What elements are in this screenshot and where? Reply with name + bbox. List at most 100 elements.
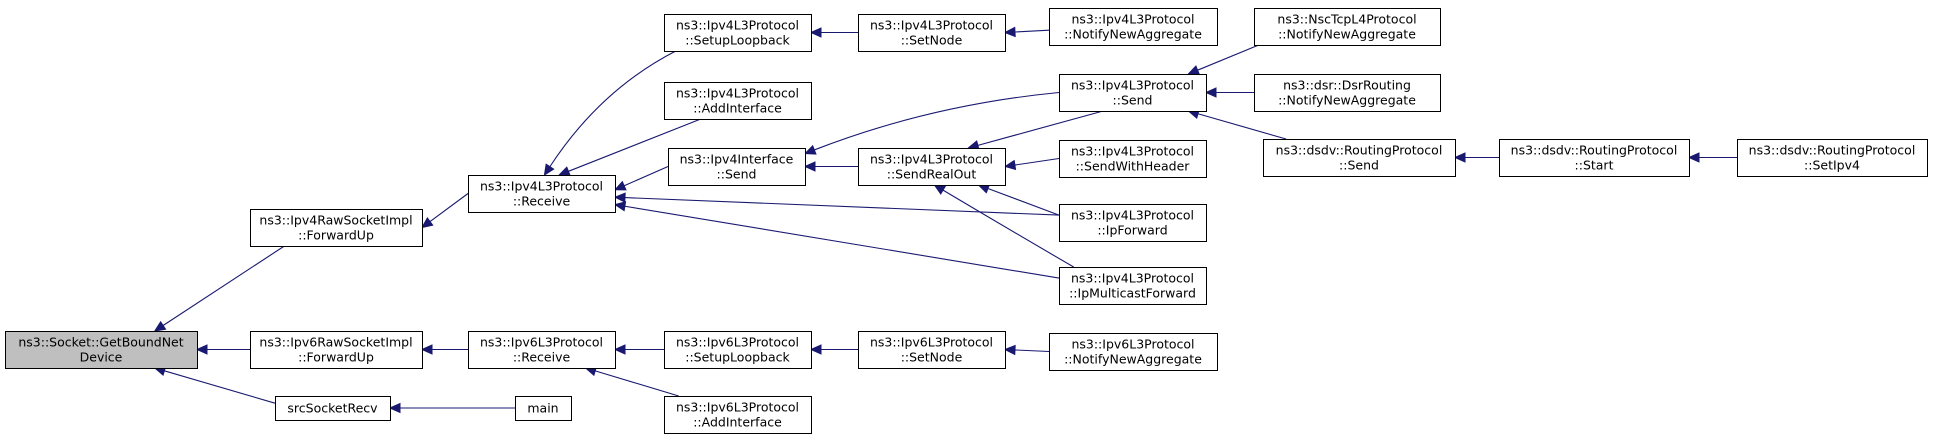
node-ipv6raw_fwd[interactable]: ns3::Ipv6RawSocketImpl::ForwardUp — [250, 331, 423, 369]
node-box — [515, 396, 572, 421]
arrowhead — [388, 402, 401, 414]
node-label-line: ::Send — [1339, 158, 1379, 173]
node-ipv4l3_addinterface[interactable]: ns3::Ipv4L3Protocol::AddInterface — [664, 82, 812, 120]
node-label-line: ::Receive — [513, 194, 571, 209]
node-label-line: ns3::Ipv6L3Protocol — [870, 335, 993, 350]
arrowhead — [1187, 65, 1201, 75]
node-ipv4l3_sendwithheader[interactable]: ns3::Ipv4L3Protocol::SendWithHeader — [1059, 140, 1207, 178]
edge-line — [1014, 29, 1050, 33]
edge-line — [623, 165, 669, 187]
node-dsdv_send[interactable]: ns3::dsdv::RoutingProtocol::Send — [1263, 139, 1456, 177]
edge-line — [1197, 113, 1287, 140]
edge-ipv4l3_setnode-to-ipv4l3_setuploopback — [809, 27, 858, 38]
edge-line — [595, 370, 679, 397]
edge-ipv6l3_setuploopback-to-ipv6l3_receive — [613, 344, 664, 355]
node-ipv6l3_addinterface[interactable]: ns3::Ipv6L3Protocol::AddInterface — [664, 396, 812, 434]
node-box — [1059, 204, 1207, 242]
node-label-line: ::Send — [1113, 93, 1153, 108]
node-ipv4l3_send[interactable]: ns3::Ipv4L3Protocol::Send — [1059, 74, 1207, 112]
arrowhead — [613, 180, 627, 191]
node-label-line: ::IpMulticastForward — [1069, 286, 1196, 301]
node-label-line: ns3::Ipv4L3Protocol — [870, 152, 993, 167]
edge-ipv4l3_sendwithheader-to-ipv4l3_sendrealout — [1003, 157, 1060, 171]
node-label-line: ns3::Ipv6L3Protocol — [676, 335, 799, 350]
node-label-line: ::SendRealOut — [887, 167, 977, 182]
node-ipv4l3_ipforward[interactable]: ns3::Ipv4L3Protocol::IpForward — [1059, 204, 1207, 242]
node-label-line: Device — [80, 350, 123, 365]
edge-line — [429, 193, 469, 222]
node-ipv4l3_setuploopback[interactable]: ns3::Ipv4L3Protocol::SetupLoopback — [664, 14, 812, 52]
node-ipv4iface_send[interactable]: ns3::Ipv4Interface::Send — [668, 148, 806, 186]
node-dsr_notify[interactable]: ns3::dsr::DsrRouting::NotifyNewAggregate — [1254, 74, 1441, 112]
node-label-line: ns3::dsr::DsrRouting — [1283, 78, 1411, 93]
node-box — [275, 396, 391, 421]
node-ipv4l3_ipmulticastforward[interactable]: ns3::Ipv4L3Protocol::IpMulticastForward — [1059, 267, 1207, 305]
node-ipv4l3_setnode[interactable]: ns3::Ipv4L3Protocol::SetNode — [858, 14, 1006, 52]
node-box — [664, 14, 812, 52]
edge-line — [164, 370, 276, 404]
node-label-line: ns3::Ipv4L3Protocol — [676, 18, 799, 33]
edge-line — [568, 118, 701, 172]
node-label-line: ::NotifyNewAggregate — [1064, 352, 1202, 367]
node-label-line: ::Receive — [513, 350, 571, 365]
node-label-line: ::SendWithHeader — [1076, 159, 1191, 174]
node-ipv6l3_setuploopback[interactable]: ns3::Ipv6L3Protocol::SetupLoopback — [664, 331, 812, 369]
edge-ipv4l3_ipmulticastforward-to-ipv4l3_receive — [613, 201, 1060, 279]
node-box — [858, 14, 1006, 52]
arrowhead — [613, 344, 626, 355]
node-label-line: ::AddInterface — [693, 415, 782, 430]
arrowhead — [803, 161, 816, 172]
node-label-line: main — [527, 401, 558, 416]
node-label-line: ::ForwardUp — [298, 228, 374, 243]
node-ipv4raw_fwd[interactable]: ns3::Ipv4RawSocketImpl::ForwardUp — [250, 209, 423, 247]
node-label-line: ::SetIpv4 — [1804, 158, 1860, 173]
node-box — [1049, 333, 1218, 371]
edge-line — [814, 91, 1060, 151]
edge-ipv4l3_ipforward-to-ipv4l3_receive — [613, 192, 1060, 216]
node-label-line: ns3::Socket::GetBoundNet — [18, 335, 183, 350]
arrowhead — [421, 217, 434, 229]
node-nsctcp_notify[interactable]: ns3::NscTcpL4Protocol::NotifyNewAggregat… — [1254, 8, 1441, 46]
node-label-line: ns3::Ipv6L3Protocol — [1071, 337, 1194, 352]
node-box — [1254, 8, 1441, 46]
node-label-line: ns3::Ipv4L3Protocol — [480, 179, 603, 194]
node-dsdv_setipv4[interactable]: ns3::dsdv::RoutingProtocol::SetIpv4 — [1737, 139, 1928, 177]
node-label-line: ns3::Ipv4L3Protocol — [676, 86, 799, 101]
arrowhead — [1003, 344, 1016, 356]
arrowhead — [933, 184, 947, 195]
node-dsdv_start[interactable]: ns3::dsdv::RoutingProtocol::Start — [1499, 139, 1690, 177]
edge-ipv6l3_notify-to-ipv6l3_setnode — [1003, 344, 1050, 356]
edge-ipv6l3_receive-to-ipv6raw_fwd — [420, 344, 468, 355]
edge-dsr_notify-to-ipv4l3_send — [1204, 87, 1254, 98]
edge-line — [162, 245, 285, 326]
node-label-line: ns3::dsdv::RoutingProtocol — [1511, 143, 1678, 158]
edge-ipv4raw_fwd-to-root — [153, 245, 285, 332]
arrowhead — [1453, 152, 1466, 163]
edge-line — [549, 50, 677, 167]
arrowhead — [1003, 159, 1017, 171]
node-ipv6l3_receive[interactable]: ns3::Ipv6L3Protocol::Receive — [468, 331, 616, 369]
edge-line — [977, 110, 1104, 146]
node-ipv4l3_sendrealout[interactable]: ns3::Ipv4L3Protocol::SendRealOut — [858, 148, 1006, 186]
edge-line — [987, 187, 1060, 216]
node-ipv4l3_notify[interactable]: ns3::Ipv4L3Protocol::NotifyNewAggregate — [1049, 8, 1218, 46]
edge-ipv6l3_addinterface-to-ipv6l3_receive — [584, 365, 679, 397]
node-ipv4l3_receive[interactable]: ns3::Ipv4L3Protocol::Receive — [468, 175, 616, 213]
node-main[interactable]: main — [515, 396, 572, 421]
node-label-line: ns3::Ipv4L3Protocol — [1071, 208, 1194, 223]
edge-ipv4l3_send-to-ipv4iface_send — [803, 91, 1060, 155]
node-box — [664, 331, 812, 369]
node-ipv6l3_setnode[interactable]: ns3::Ipv6L3Protocol::SetNode — [858, 331, 1006, 369]
arrowhead — [613, 192, 626, 203]
node-label-line: ::Send — [717, 167, 757, 182]
node-ipv6l3_notify[interactable]: ns3::Ipv6L3Protocol::NotifyNewAggregate — [1049, 333, 1218, 371]
node-box — [668, 148, 806, 186]
node-label-line: ns3::Ipv4L3Protocol — [1071, 12, 1194, 27]
node-srcsocketrecv[interactable]: srcSocketRecv — [275, 396, 391, 421]
node-label-line: ::SetupLoopback — [685, 33, 790, 48]
edge-line — [1014, 349, 1050, 353]
node-label-line: ns3::NscTcpL4Protocol — [1277, 12, 1416, 27]
arrowhead — [420, 344, 433, 355]
node-box — [1254, 74, 1441, 112]
